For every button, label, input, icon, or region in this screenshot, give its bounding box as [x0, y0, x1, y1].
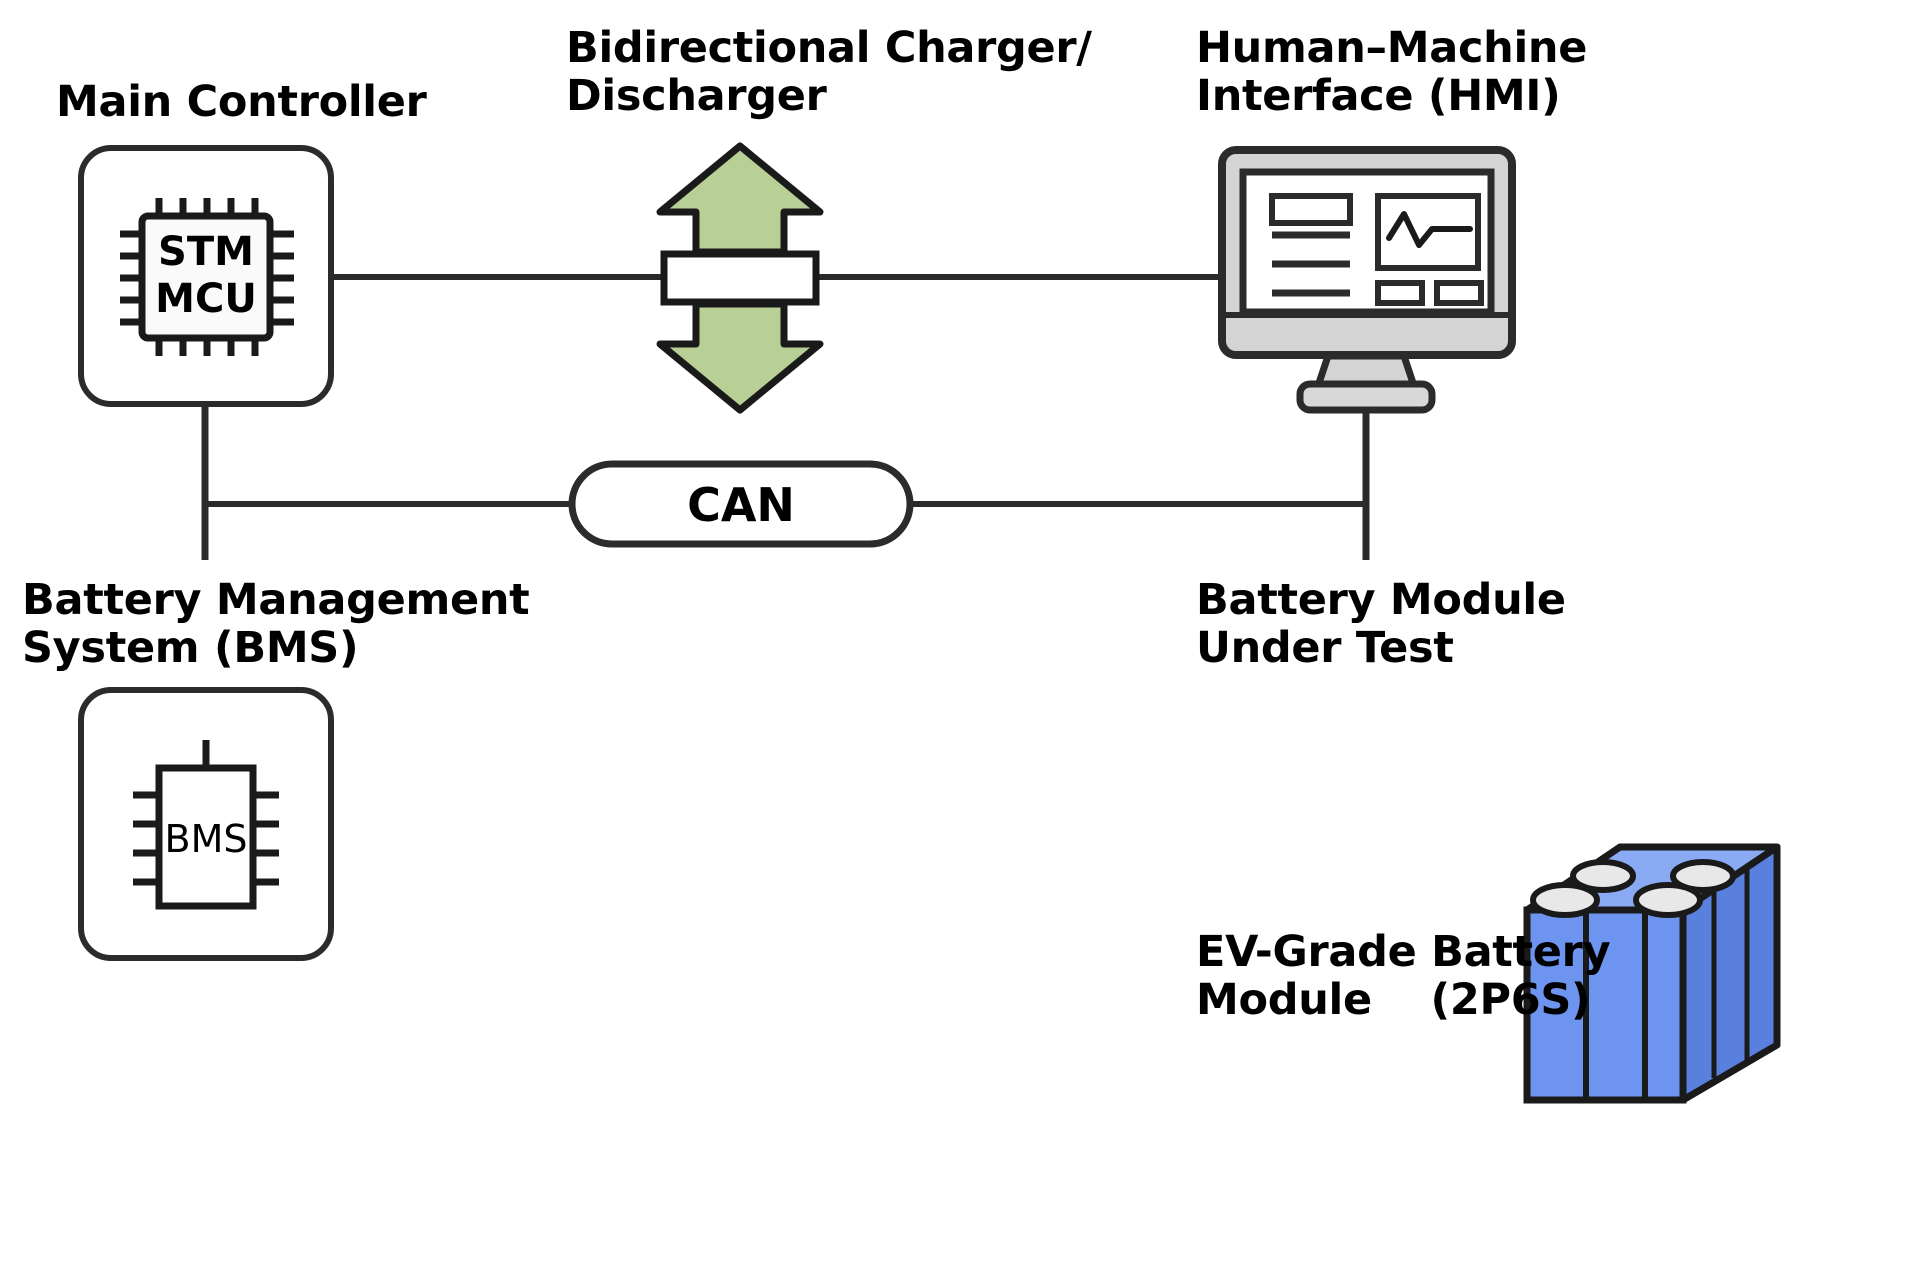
can-bus-label: CAN	[687, 478, 795, 532]
battery-front-face	[1523, 906, 1687, 1104]
battery-terminals	[1530, 859, 1736, 918]
battery-module-label: Battery Module Under Test	[1196, 576, 1566, 672]
hmi-label-line2: Interface (HMI)	[1196, 71, 1561, 122]
can-bus-pill[interactable]	[568, 460, 914, 548]
battery-terminal-4	[1633, 882, 1703, 918]
bms-chip[interactable]	[155, 764, 257, 910]
main-controller-label: Main Controller	[56, 77, 427, 127]
battery-terminal-2	[1670, 859, 1736, 893]
charger-label-line1: Bidirectional Charger/	[566, 23, 1092, 73]
battery-module-label-line2: Under Test	[1196, 623, 1454, 674]
battery-module-label-line1: Battery Module	[1196, 575, 1566, 625]
battery-side-dividers	[1711, 868, 1750, 1078]
stm-mcu-line1: STM	[158, 229, 254, 275]
screen-button-1[interactable]	[1375, 280, 1425, 306]
hmi-label: Human–Machine Interface (HMI)	[1196, 24, 1587, 120]
charger-label: Bidirectional Charger/ Discharger	[566, 24, 1092, 120]
screen-panel-rect	[1269, 193, 1353, 226]
bms-chip-label: BMS	[165, 817, 248, 861]
arrow-down-icon[interactable]	[656, 300, 824, 414]
hmi-label-line1: Human–Machine	[1196, 23, 1588, 73]
stm-mcu-chip[interactable]	[138, 212, 274, 342]
battery-caption-line2: Module (2P6S)	[1196, 975, 1591, 1026]
bms-label-line2: System (BMS)	[22, 623, 359, 674]
stm-mcu-line2: MCU	[155, 276, 257, 322]
bms-label: Battery Management System (BMS)	[22, 575, 530, 674]
waveform-icon	[1386, 211, 1473, 248]
charger-label-line2: Discharger	[566, 71, 827, 122]
battery-caption-line1: EV-Grade Battery	[1196, 927, 1611, 977]
battery-terminal-3	[1530, 882, 1600, 918]
bms-label-line1: Battery Management	[22, 575, 530, 625]
screen-text-lines	[1272, 231, 1350, 297]
battery-terminal-1	[1570, 859, 1636, 893]
monitor-stand-base	[1296, 380, 1436, 414]
screen-button-2[interactable]	[1434, 280, 1484, 306]
battery-cell-dividers	[1583, 912, 1648, 1098]
battery-caption: EV-Grade Battery Module (2P6S)	[1196, 927, 1611, 1026]
